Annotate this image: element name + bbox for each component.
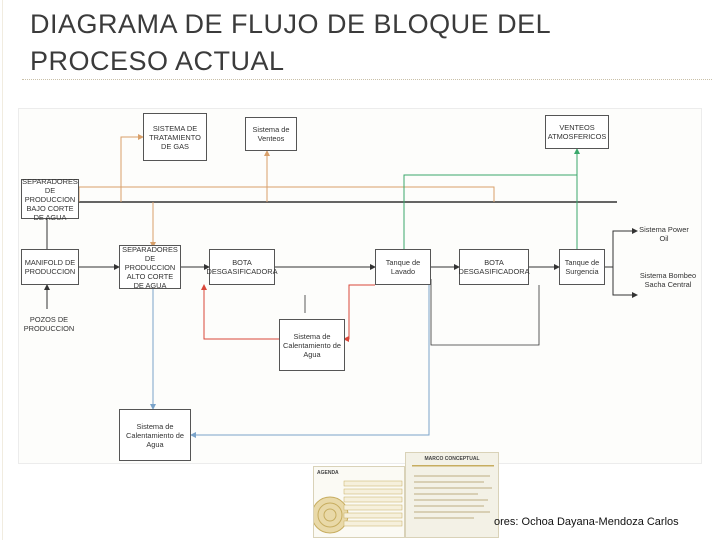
- slide-title: DIAGRAMA DE FLUJO DE BLOQUE DEL PROCESO …: [30, 9, 551, 76]
- authors-credit: ores: Ochoa Dayana-Mendoza Carlos: [494, 516, 679, 528]
- block-sistema-tratamiento-gas: SISTEMA DE TRATAMIENTO DE GAS: [143, 113, 207, 161]
- label-pozos-produccion: POZOS DE PRODUCCION: [23, 315, 75, 333]
- block-manifold-produccion: MANIFOLD DE PRODUCCION: [21, 249, 79, 285]
- marco-thumbnail-title: MARCO CONCEPTUAL: [424, 456, 480, 462]
- block-calentamiento-agua-1: Sistema de Calentamiento de Agua: [279, 319, 345, 371]
- block-sistema-venteos: Sistema de Venteos: [245, 117, 297, 151]
- block-calentamiento-agua-2: Sistema de Calentamiento de Agua: [119, 409, 191, 461]
- flow-connectors: [44, 134, 638, 438]
- block-tanque-surgencia: Tanque de Surgencia: [559, 249, 605, 285]
- marco-thumbnail-graphic: [412, 465, 494, 519]
- label-sistema-bombeo: Sistema Bombeo Sacha Central: [639, 271, 697, 289]
- slide-edge-rule: [2, 0, 3, 540]
- title-divider: [22, 79, 712, 80]
- label-sistema-power-oil: Sistema Power Oil: [639, 225, 689, 243]
- block-bota-desgasificadora-1: BOTA DESGASIFICADORA: [206, 249, 278, 285]
- agenda-thumbnail-graphic: [314, 480, 403, 534]
- agenda-thumbnail[interactable]: AGENDA: [313, 466, 405, 538]
- block-tanque-lavado: Tanque de Lavado: [375, 249, 431, 285]
- agenda-thumbnail-title: AGENDA: [317, 470, 339, 476]
- block-bota-desgasificadora-2: BOTA DESGASIFICADORA: [458, 249, 530, 285]
- block-separadores-alto-corte: SEPARADORES DE PRODUCCION ALTO CORTE DE …: [119, 245, 181, 290]
- flow-diagram: SISTEMA DE TRATAMIENTO DE GAS Sistema de…: [18, 108, 702, 464]
- marco-conceptual-thumbnail[interactable]: MARCO CONCEPTUAL: [405, 452, 499, 538]
- block-venteos-atmosfericos: VENTEOS ATMOSFERICOS: [545, 115, 609, 149]
- block-separadores-bajo-corte: SEPARADORES DE PRODUCCION BAJO CORTE DE …: [21, 176, 79, 222]
